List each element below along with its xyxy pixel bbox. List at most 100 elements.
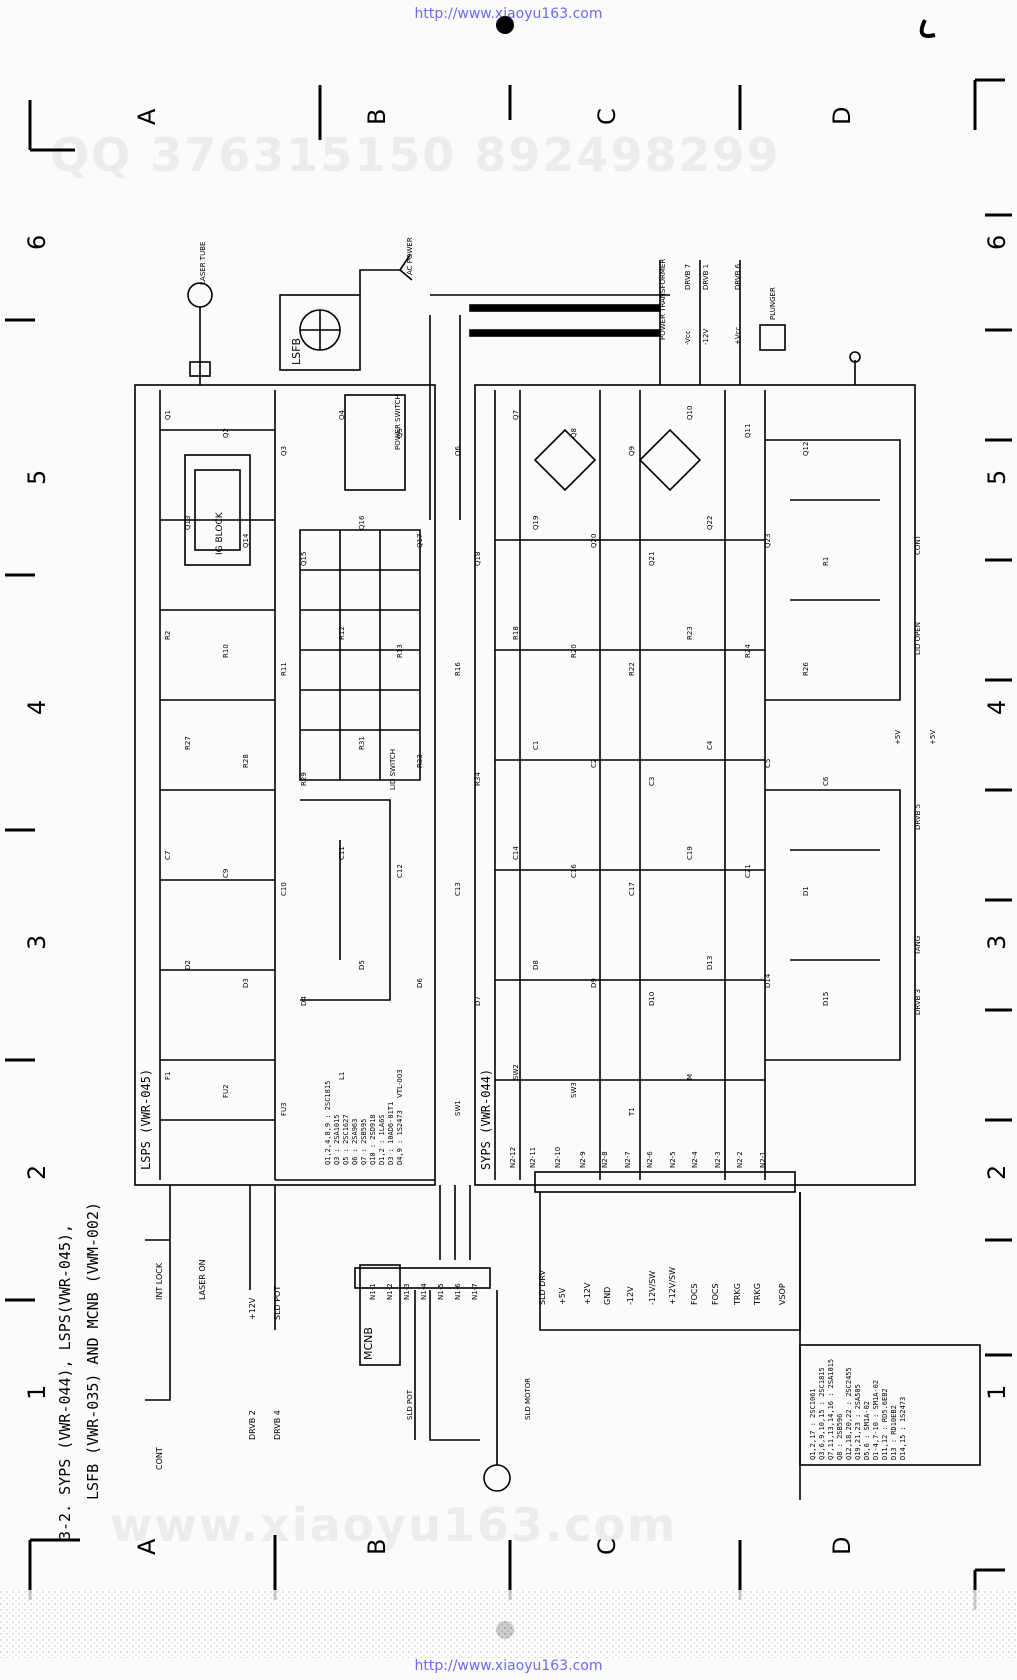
component-R23: R23 — [686, 626, 694, 640]
bottom-signal-6: +12V/SW — [668, 1267, 677, 1305]
syps-part-10: D14,15 : 1S2473 — [899, 1397, 907, 1460]
component-C19: C19 — [686, 846, 694, 860]
title-line-1: 3-2. SYPS (VWR-044), LSPS(VWR-045), — [56, 1224, 74, 1540]
grid-col-right-1: 1 — [983, 1385, 1011, 1400]
right-label-sld_motor: SLD MOTOR — [524, 1378, 532, 1420]
syps-part-8: D11,12 : RD5.6EB2 — [881, 1388, 889, 1460]
component-D15: D15 — [822, 992, 830, 1006]
component-D8: D8 — [532, 960, 540, 970]
connector-pin-11: N2-1 — [759, 1151, 767, 1168]
lsps-part-2: Q5 : 2SC1627 — [342, 1114, 350, 1165]
bottom-signal-0: SLD DRV — [538, 1269, 547, 1305]
lsps-part-3: Q6 : 2SA963 — [351, 1119, 359, 1165]
grid-col-left-2: 2 — [23, 1165, 51, 1180]
right-label-cont: CONT — [914, 534, 922, 555]
component-D13: D13 — [706, 956, 714, 970]
right-label-drvb1: DRVB 1 — [702, 264, 710, 290]
grid-col-left-4: 4 — [23, 700, 51, 715]
component-R1: R1 — [822, 557, 830, 566]
title-line-2: LSFB (VWR-035) AND MCNB (VWM-002) — [84, 1202, 102, 1500]
connector-pin-5: N2-7 — [624, 1151, 632, 1168]
bottom-signal-9: TRKG — [733, 1283, 742, 1306]
right-label-power_switch: POWER SWITCH — [394, 394, 402, 450]
mcnb-pin-1: N1-2 — [386, 1283, 394, 1300]
component-reference-labels: Q1Q2Q3Q4Q5Q6Q7Q8Q9Q10Q11Q12Q13Q14Q15Q16Q… — [164, 406, 830, 1117]
component-R22: R22 — [628, 662, 636, 676]
mcnb-pin-3: N1-4 — [420, 1283, 428, 1300]
component-R24: R24 — [744, 644, 752, 658]
punch-hole-top — [496, 16, 514, 34]
drvb-4-label: DRVB 4 — [273, 1410, 282, 1440]
component-C10: C10 — [280, 882, 288, 896]
component-D5: D5 — [358, 960, 366, 970]
right-label-tang: TANG — [914, 936, 922, 956]
diagram-title: 3-2. SYPS (VWR-044), LSPS(VWR-045), LSFB … — [56, 1202, 102, 1540]
grid-row-top-A: A — [133, 108, 161, 125]
component-Q19: Q19 — [532, 516, 540, 530]
mcnb-pin-5: N1-6 — [454, 1283, 462, 1300]
lsps-part-7: D3 : 10AD6-01T1 — [387, 1102, 395, 1165]
component-R16: R16 — [454, 662, 462, 676]
connector-pin-0: N2-12 — [509, 1147, 517, 1168]
right-label-plus5_a: +5V — [894, 730, 902, 745]
right-label-plunger: PLUNGER — [769, 287, 777, 320]
site-watermark: www.xiaoyu163.com — [110, 1498, 678, 1552]
component-C9: C9 — [222, 869, 230, 878]
connector-pin-7: N2-5 — [669, 1151, 677, 1168]
component-D7: D7 — [474, 996, 482, 1006]
component-Q12: Q12 — [802, 442, 810, 456]
component-C11: C11 — [338, 846, 346, 860]
component-SW2: SW2 — [512, 1064, 520, 1080]
component-R10: R10 — [222, 644, 230, 658]
grid-row-top-B: B — [363, 109, 391, 125]
grid-col-left-3: 3 — [23, 935, 51, 950]
component-SW1: SW1 — [454, 1100, 462, 1116]
lsps-part-1: Q3 : 2SA1015 — [333, 1114, 341, 1165]
left-signal-2: LASER ON — [198, 1259, 207, 1300]
component-R12: R12 — [338, 626, 346, 640]
ig-block-label: IG BLOCK — [215, 511, 225, 555]
grid-row-bottom-B: B — [363, 1539, 391, 1555]
syps-part-1: Q3,6,9,10,15 : 2SC1815 — [818, 1367, 826, 1460]
component-C3: C3 — [648, 777, 656, 786]
left-signal-4: SLD POT — [273, 1286, 282, 1320]
component-R18: R18 — [512, 626, 520, 640]
grid-row-top-C: C — [593, 108, 621, 125]
component-VTL-003: VTL-003 — [396, 1069, 404, 1098]
wiring — [145, 1171, 981, 1500]
component-C5: C5 — [764, 759, 772, 768]
component-C13: C13 — [454, 882, 462, 896]
component-D10: D10 — [648, 992, 656, 1006]
bottom-signal-4: -12V — [626, 1286, 635, 1305]
component-D3: D3 — [242, 978, 250, 988]
grid-col-right-5: 5 — [983, 470, 1011, 485]
component-C12: C12 — [396, 864, 404, 878]
component-D6: D6 — [416, 978, 424, 988]
mcnb-pin-6: N1-7 — [471, 1283, 479, 1300]
right-label-laser_tube: LASER TUBE — [199, 242, 207, 285]
component-Q14: Q14 — [242, 533, 250, 548]
lsfb-label: LSFB — [290, 338, 303, 365]
power-input-section — [187, 254, 861, 520]
connector-pin-2: N2-10 — [554, 1147, 562, 1168]
grid-col-left-6: 6 — [23, 235, 51, 250]
grid-col-right-6: 6 — [983, 235, 1011, 250]
component-R13: R13 — [396, 644, 404, 658]
component-C6: C6 — [822, 776, 830, 786]
source-url-top[interactable]: http://www.xiaoyu163.com — [414, 6, 603, 22]
registration-marks — [5, 78, 1012, 1610]
connector-pin-8: N2-4 — [691, 1151, 699, 1168]
component-C16: C16 — [570, 864, 578, 878]
source-url-bottom[interactable]: http://www.xiaoyu163.com — [414, 1658, 603, 1674]
component-D1: D1 — [802, 886, 810, 896]
component-Q9: Q9 — [628, 446, 636, 456]
lsps-board — [134, 384, 436, 1186]
component-R26: R26 — [802, 662, 810, 676]
right-label-drvb3: DRVB 3 — [914, 989, 922, 1015]
syps-label: SYPS (VWR-044) — [479, 1069, 493, 1170]
right-label-drvb5: DRVB 5 — [914, 804, 922, 830]
component-R28: R28 — [242, 754, 250, 768]
